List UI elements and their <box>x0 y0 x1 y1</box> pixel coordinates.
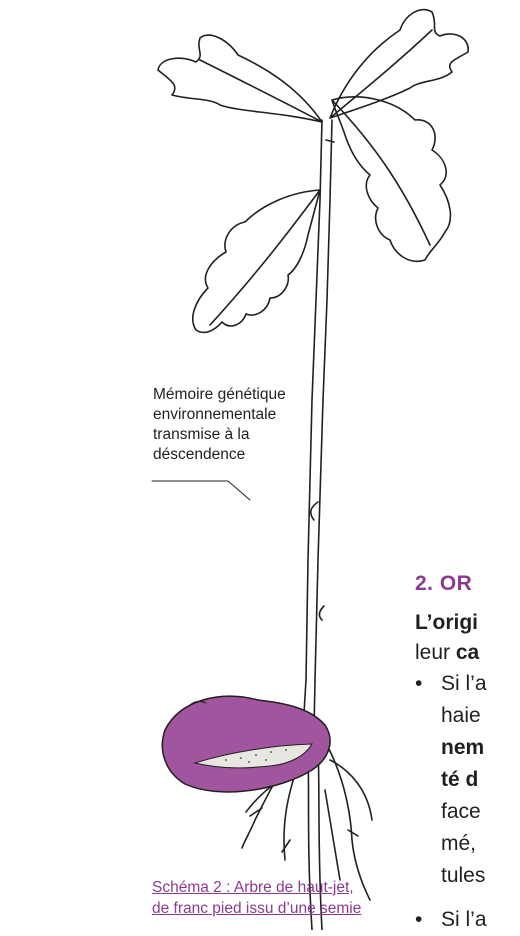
bullet-line: tules <box>441 864 485 887</box>
acorn <box>162 696 330 792</box>
bullet-list-item-1: •Si l’a haie nem té d face mé, tules <box>415 668 487 892</box>
bullet-line: nem <box>441 736 484 759</box>
root-right-2 <box>330 760 372 820</box>
intro-bold-2: ca <box>456 641 479 664</box>
bullet-line: té d <box>441 768 478 791</box>
section-heading: 2. OR <box>415 572 472 596</box>
branch <box>326 140 334 142</box>
bullet-line: mé, <box>441 832 476 855</box>
leaf-right <box>332 97 450 261</box>
intro-text: leur <box>415 641 456 664</box>
section-intro: L’origi leur ca <box>415 608 479 668</box>
callout-line: transmise à la <box>153 425 343 445</box>
bullet-line: haie <box>441 704 481 727</box>
callout-line: Mémoire génétique <box>153 385 343 405</box>
caption-line: de franc pied issu d’une semie <box>152 898 412 919</box>
bullet-icon: • <box>415 904 441 936</box>
leaf-left <box>193 190 320 332</box>
genetic-memory-callout: Mémoire génétique environnementale trans… <box>153 385 343 465</box>
bullet-line: face <box>441 800 481 823</box>
leaf-top-left <box>158 35 322 122</box>
callout-line: environnementale <box>153 405 343 425</box>
bullet-list-item-2: •Si l’a <box>415 904 487 936</box>
root-right-3 <box>325 790 340 880</box>
root-small <box>250 808 358 852</box>
figure-caption: Schéma 2 : Arbre de haut-jet, de franc p… <box>152 877 412 919</box>
bullet-icon: • <box>415 668 441 700</box>
bullet-line: Si l’a <box>441 672 487 695</box>
callout-leader <box>152 481 250 500</box>
callout-line: déscendence <box>153 445 343 465</box>
caption-line: Schéma 2 : Arbre de haut-jet, <box>152 877 412 898</box>
intro-bold: L’origi <box>415 611 478 634</box>
leaf-top-right <box>330 10 468 118</box>
bullet-line: Si l’a <box>441 908 487 931</box>
